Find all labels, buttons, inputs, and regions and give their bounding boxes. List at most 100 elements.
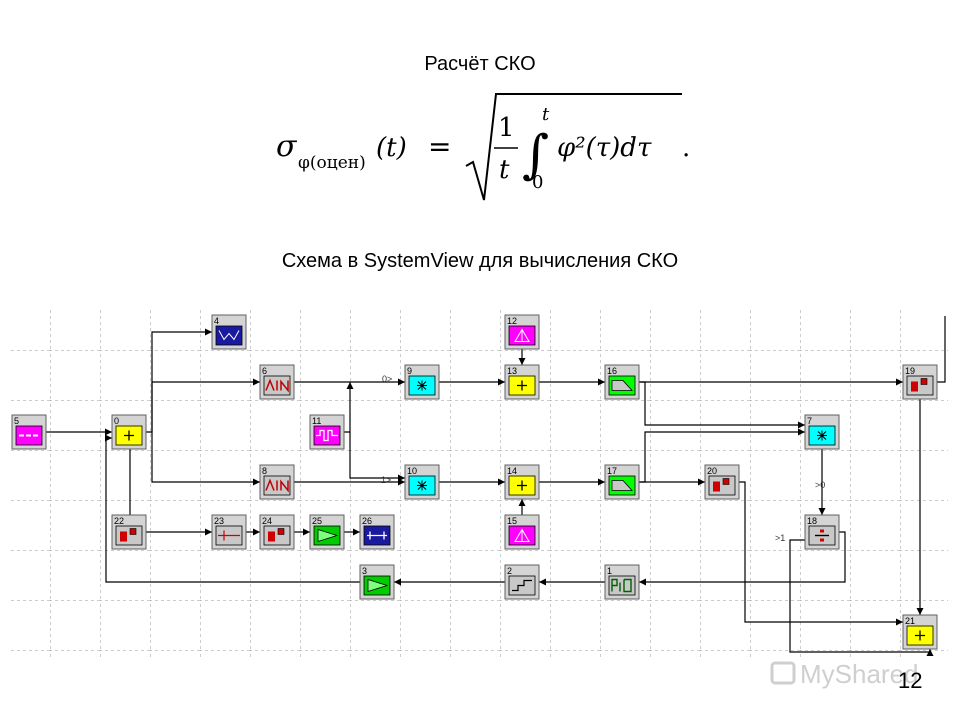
block-19-label: 19	[905, 366, 915, 376]
wire	[349, 432, 405, 482]
pid-icon	[611, 578, 632, 593]
block-3[interactable]: 3	[359, 564, 395, 600]
multiply-icon	[417, 480, 427, 491]
analysis-icon	[120, 531, 127, 542]
block-16-label: 16	[607, 366, 617, 376]
block-12[interactable]: 12	[504, 314, 540, 350]
block-11-label: 11	[312, 416, 321, 426]
block-18[interactable]: 18	[804, 514, 840, 550]
formula-subscript: φ(оцен)	[298, 153, 366, 173]
block-21[interactable]: 21	[902, 614, 938, 650]
plus-icon	[915, 630, 925, 641]
block-17[interactable]: 17	[604, 464, 640, 500]
wire	[937, 316, 946, 383]
formula-sigma: σ	[276, 129, 298, 164]
block-9-label: 9	[407, 366, 412, 376]
formula-integrand: φ²(τ)dτ	[557, 133, 652, 163]
block-2[interactable]: 2	[504, 564, 540, 600]
block-21-label: 21	[905, 616, 915, 626]
block-1[interactable]: 1	[604, 564, 640, 600]
watermark-text: MyShared	[800, 659, 919, 689]
noise-icon	[316, 429, 338, 442]
block-11[interactable]: 11	[309, 414, 345, 450]
port-label-9: 0>	[382, 374, 392, 384]
block-23[interactable]: 23	[211, 514, 247, 550]
wire	[639, 381, 805, 429]
block-23-label: 23	[214, 516, 224, 526]
block-4[interactable]: 4	[211, 314, 247, 350]
block-24-label: 24	[262, 516, 272, 526]
filter-icon	[611, 480, 633, 491]
block-0-label: 0	[114, 416, 119, 426]
port-label-18b: >1	[775, 533, 785, 543]
diagram-grid	[8, 308, 948, 658]
scope-icon	[218, 330, 240, 341]
analysis-icon	[911, 381, 918, 392]
block-6[interactable]: 6	[259, 364, 295, 400]
gain-icon	[367, 578, 389, 593]
multiply-icon	[817, 430, 827, 441]
formula-lower-limit: 0	[532, 172, 543, 193]
wire	[739, 481, 903, 626]
formula-arg: (t)	[376, 133, 407, 163]
formula-upper-limit: t	[542, 104, 550, 125]
block-16[interactable]: 16	[604, 364, 640, 400]
gain-icon	[317, 528, 339, 543]
formula-end: .	[682, 133, 690, 163]
block-17-label: 17	[607, 466, 617, 476]
page-number: 12	[898, 668, 923, 693]
block-14[interactable]: 14	[504, 464, 540, 500]
filter-icon	[611, 380, 633, 391]
block-5-label: 5	[14, 416, 19, 426]
port-label-18a: >0	[815, 480, 825, 490]
block-5[interactable]: 5	[11, 414, 47, 450]
analysis-icon	[713, 481, 720, 492]
meter-icon	[367, 531, 387, 540]
formula-frac-den: t	[499, 155, 510, 185]
block-22[interactable]: 22	[111, 514, 147, 550]
sink-icon	[514, 328, 530, 342]
plus-icon	[517, 480, 527, 491]
sin-icon	[265, 478, 289, 493]
block-19[interactable]: 19	[902, 364, 938, 400]
block-24[interactable]: 24	[259, 514, 295, 550]
block-18-label: 18	[807, 516, 817, 526]
formula-frac-num: 1	[498, 113, 515, 143]
block-14-label: 14	[507, 466, 517, 476]
plus-icon	[517, 380, 527, 391]
title-diagram: Схема в SystemView для вычисления СКО	[281, 250, 679, 272]
block-4-label: 4	[214, 316, 219, 326]
block-15-label: 15	[507, 516, 517, 526]
block-8[interactable]: 8	[259, 464, 295, 500]
plus-icon	[124, 430, 134, 441]
multiply-icon	[417, 380, 427, 391]
wire	[104, 434, 360, 583]
block-10[interactable]: 10	[404, 464, 440, 500]
block-8-label: 8	[262, 466, 267, 476]
analysis-icon	[268, 531, 275, 542]
block-3-label: 3	[362, 566, 367, 576]
block-12-label: 12	[507, 316, 517, 326]
block-13[interactable]: 13	[504, 364, 540, 400]
block-0[interactable]: 0	[111, 414, 147, 450]
sink-icon	[514, 528, 530, 542]
block-1-label: 1	[607, 566, 612, 576]
block-15[interactable]: 15	[504, 514, 540, 550]
block-2-label: 2	[507, 566, 512, 576]
wire	[639, 531, 846, 586]
block-25[interactable]: 25	[309, 514, 345, 550]
block-20[interactable]: 20	[704, 464, 740, 500]
title-top: Расчёт СКО	[424, 53, 536, 75]
block-7[interactable]: 7	[804, 414, 840, 450]
block-7-label: 7	[807, 416, 812, 426]
block-26[interactable]: 26	[359, 514, 395, 550]
block-6-label: 6	[262, 366, 267, 376]
block-25-label: 25	[312, 516, 322, 526]
block-26-label: 26	[362, 516, 372, 526]
wire	[151, 382, 260, 486]
block-20-label: 20	[707, 466, 717, 476]
wire	[789, 539, 934, 657]
block-9[interactable]: 9	[404, 364, 440, 400]
rms-formula: σ φ(оцен) (t) = 1 t ∫ t 0 φ²(τ)dτ .	[276, 93, 690, 201]
